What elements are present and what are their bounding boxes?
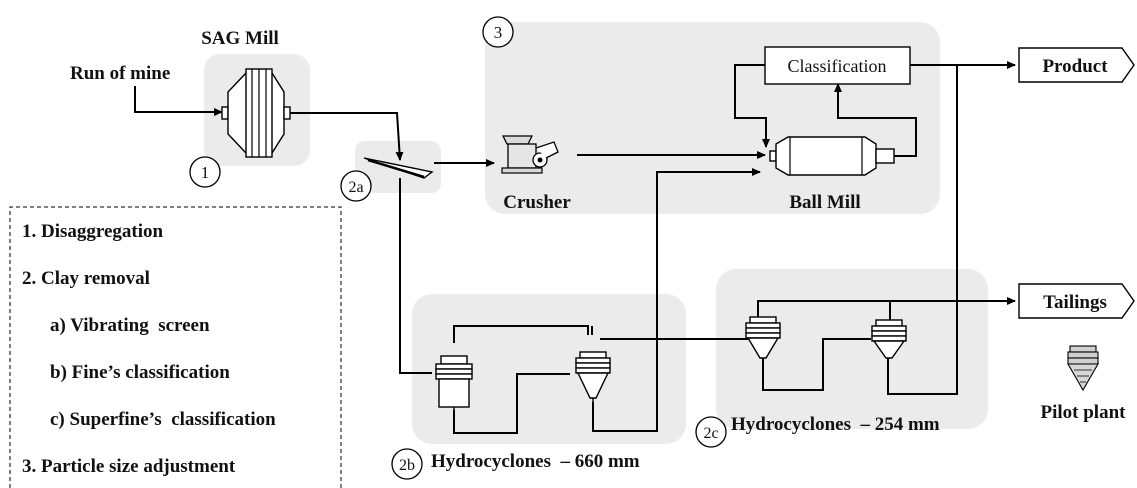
- product-label: Product: [1042, 56, 1108, 77]
- hydrocyclones-660-label: Hydrocyclones – 660 mm: [431, 451, 640, 472]
- product-flag: [1018, 47, 1135, 83]
- tailings-label: Tailings: [1043, 292, 1107, 313]
- stage-marker-1: 1: [189, 156, 221, 188]
- stage-marker-2b: 2b: [391, 448, 423, 480]
- stage-marker-3: 3: [482, 16, 514, 48]
- svg-text:1: 1: [201, 163, 210, 182]
- tailings-flag: [1018, 283, 1135, 319]
- run-of-mine-label: Run of mine: [70, 63, 170, 84]
- crusher-label: Crusher: [503, 192, 571, 213]
- hydrocyclone-660-b-icon: [575, 351, 611, 402]
- hydrocyclones-254-label: Hydrocyclones – 254 mm: [731, 414, 940, 435]
- flow-lines: [134, 61, 1016, 434]
- classification-label: Classification: [788, 56, 887, 76]
- zone-2b-background: [412, 294, 686, 444]
- legend: 1. Disaggregation 2. Clay removal a) Vib…: [9, 206, 342, 488]
- ball-mill-icon: [769, 136, 895, 176]
- pilot-plant-label: Pilot plant: [1041, 402, 1127, 423]
- legend-item-2b: b) Fine’s classification: [50, 362, 230, 383]
- svg-text:3: 3: [494, 23, 503, 42]
- legend-item-2a: a) Vibrating screen: [50, 315, 210, 336]
- stage-marker-2c: 2c: [695, 416, 727, 448]
- ball-mill-label: Ball Mill: [789, 192, 860, 213]
- pilot-plant-cyclone-icon: [1067, 345, 1099, 392]
- hydrocyclone-254-b-icon: [871, 319, 907, 359]
- svg-text:2c: 2c: [703, 425, 718, 442]
- legend-item-2c: c) Superfine’s classification: [50, 409, 276, 430]
- classification-box: [764, 46, 911, 85]
- legend-item-2: 2. Clay removal: [22, 268, 150, 289]
- hydrocyclone-660-a-icon: [435, 355, 473, 410]
- stage-marker-2a: 2a: [340, 170, 372, 202]
- legend-item-1: 1. Disaggregation: [22, 221, 164, 242]
- hydrocyclone-254-a-icon: [745, 316, 781, 359]
- vibrating-screen-icon: [363, 157, 434, 179]
- sag-mill-label: SAG Mill: [201, 28, 279, 49]
- sag-mill-icon: [221, 68, 291, 158]
- legend-item-3: 3. Particle size adjustment: [22, 456, 236, 477]
- svg-text:2a: 2a: [348, 179, 363, 196]
- crusher-icon: [501, 135, 559, 174]
- svg-text:2b: 2b: [399, 457, 415, 474]
